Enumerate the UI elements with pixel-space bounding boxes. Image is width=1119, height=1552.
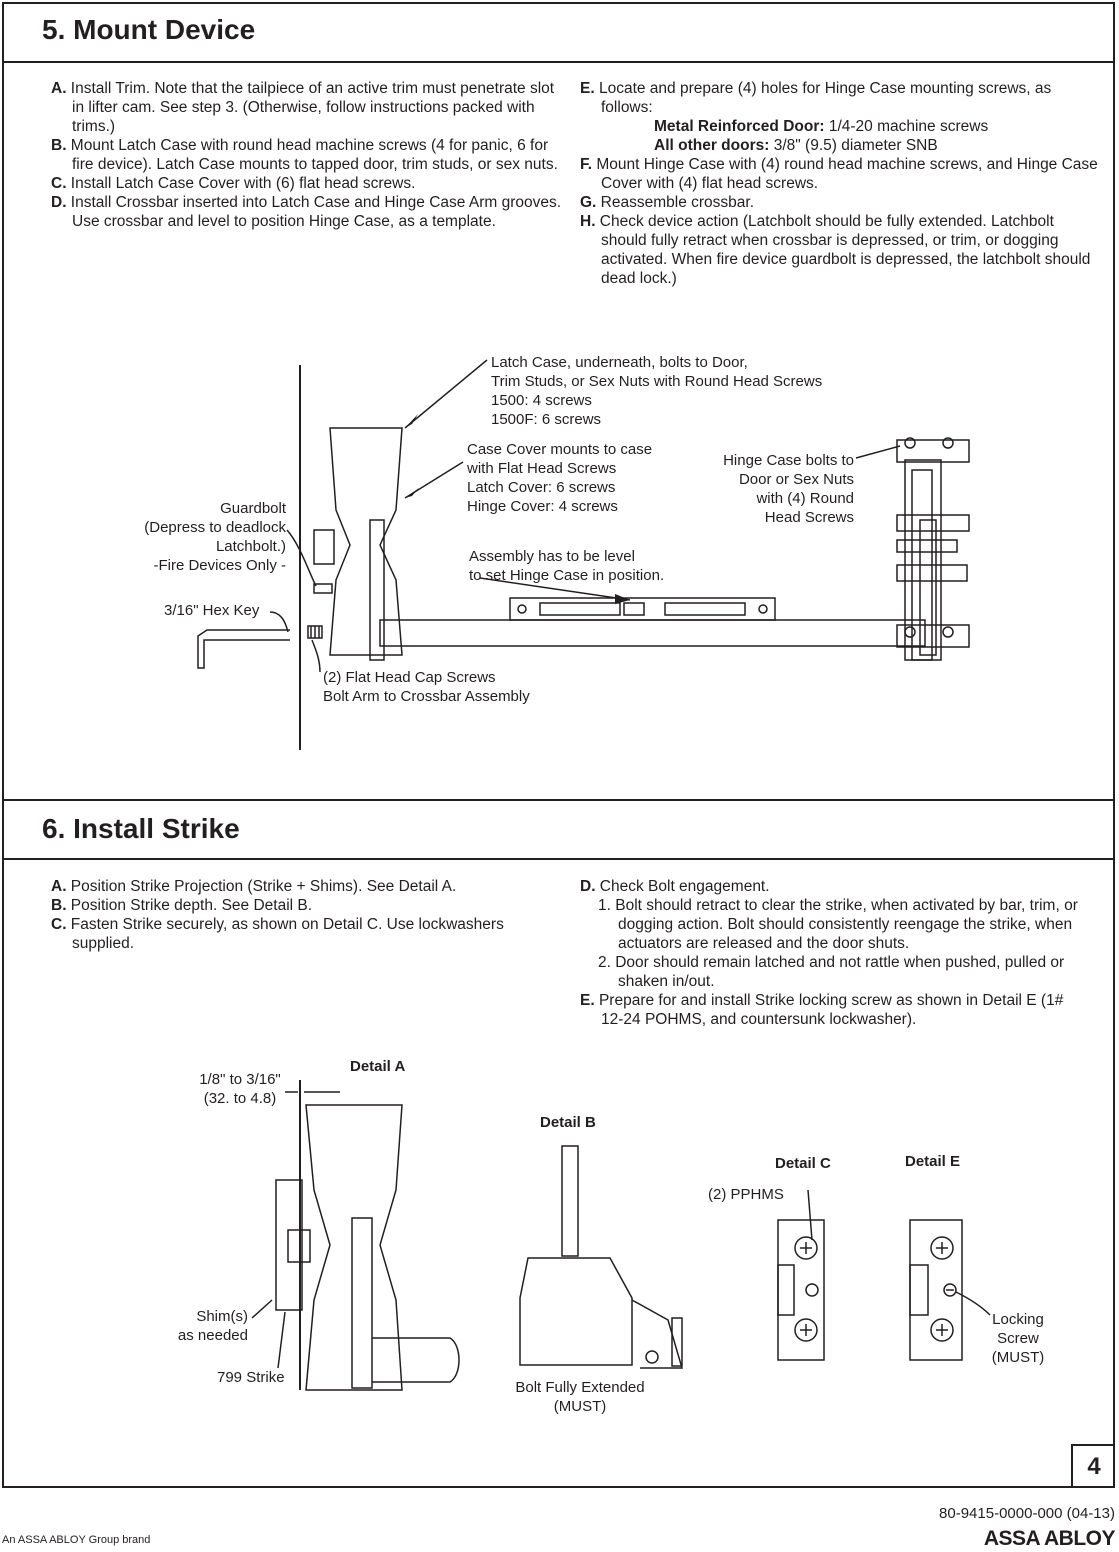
label-799-strike: 799 Strike — [217, 1369, 285, 1386]
section5-right-steps: E. Locate and prepare (4) holes for Hing… — [580, 79, 1100, 288]
section5-left-steps: A. Install Trim. Note that the tailpiece… — [51, 79, 566, 231]
label-guardbolt: Guardbolt (Depress to deadlock Latchbolt… — [144, 500, 286, 574]
detail-a-title: Detail A — [350, 1058, 406, 1075]
label-case-cover: Case Cover mounts to case with Flat Head… — [467, 441, 653, 515]
step-5d: D. Install Crossbar inserted into Latch … — [51, 194, 562, 230]
detail-b-title: Detail B — [540, 1114, 596, 1131]
section6-right-steps: D. Check Bolt engagement. 1. Bolt should… — [580, 877, 1090, 1029]
detail-e-title: Detail E — [905, 1153, 961, 1170]
label-shims: Shim(s) as needed — [177, 1308, 248, 1344]
step-5e-other: All other doors: 3/8" (9.5) diameter SNB — [654, 137, 938, 154]
step-6e: E. Prepare for and install Strike lockin… — [580, 992, 1064, 1028]
label-locking-screw: Locking Screw (MUST) — [991, 1311, 1045, 1366]
section5-title: 5. Mount Device — [42, 14, 256, 45]
step-6d-2: 2. Door should remain latched and not ra… — [598, 954, 1065, 990]
label-cap-screws: (2) Flat Head Cap Screws Bolt Arm to Cro… — [323, 669, 530, 705]
step-5c: C. Install Latch Case Cover with (6) fla… — [51, 175, 416, 192]
page-frame — [2, 2, 1115, 1488]
label-hinge-case: Hinge Case bolts to Door or Sex Nuts wit… — [723, 452, 854, 526]
section5-title-rule — [2, 61, 1115, 63]
section6-title: 6. Install Strike — [42, 813, 240, 844]
label-dimension: 1/8" to 3/16" (32. to 4.8) — [199, 1071, 281, 1107]
step-6c: C. Fasten Strike securely, as shown on D… — [51, 916, 504, 952]
step-5b: B. Mount Latch Case with round head mach… — [51, 137, 558, 173]
detail-c-title: Detail C — [775, 1155, 831, 1172]
step-6d: D. Check Bolt engagement. — [580, 878, 770, 895]
step-5g: G. Reassemble crossbar. — [580, 194, 755, 211]
step-6d-1: 1. Bolt should retract to clear the stri… — [598, 897, 1078, 952]
step-6b: B. Position Strike depth. See Detail B. — [51, 897, 313, 914]
label-pphms: (2) PPHMS — [708, 1186, 784, 1203]
page-number: 4 — [1071, 1444, 1115, 1488]
step-5e-metal: Metal Reinforced Door: 1/4-20 machine sc… — [654, 118, 989, 135]
section6-left-steps: A. Position Strike Projection (Strike + … — [51, 877, 551, 953]
step-5h: H. Check device action (Latchbolt should… — [580, 213, 1091, 287]
label-hex-key: 3/16" Hex Key — [164, 602, 260, 619]
label-latch-case: Latch Case, underneath, bolts to Door, T… — [491, 354, 823, 428]
document-number: 80-9415-0000-000 (04-13) — [939, 1505, 1115, 1522]
section-divider — [2, 799, 1115, 801]
brand-line: An ASSA ABLOY Group brand — [2, 1534, 151, 1546]
label-bolt-extended: Bolt Fully Extended (MUST) — [515, 1379, 645, 1415]
step-5a: A. Install Trim. Note that the tailpiece… — [51, 80, 555, 135]
assa-abloy-logo: ASSA ABLOY — [983, 1527, 1116, 1550]
step-6a: A. Position Strike Projection (Strike + … — [51, 878, 457, 895]
section6-title-rule — [2, 858, 1115, 860]
step-5f: F. Mount Hinge Case with (4) round head … — [580, 156, 1098, 192]
label-assembly-level: Assembly has to be level to set Hinge Ca… — [469, 548, 665, 584]
step-5e: E. Locate and prepare (4) holes for Hing… — [580, 80, 1052, 116]
